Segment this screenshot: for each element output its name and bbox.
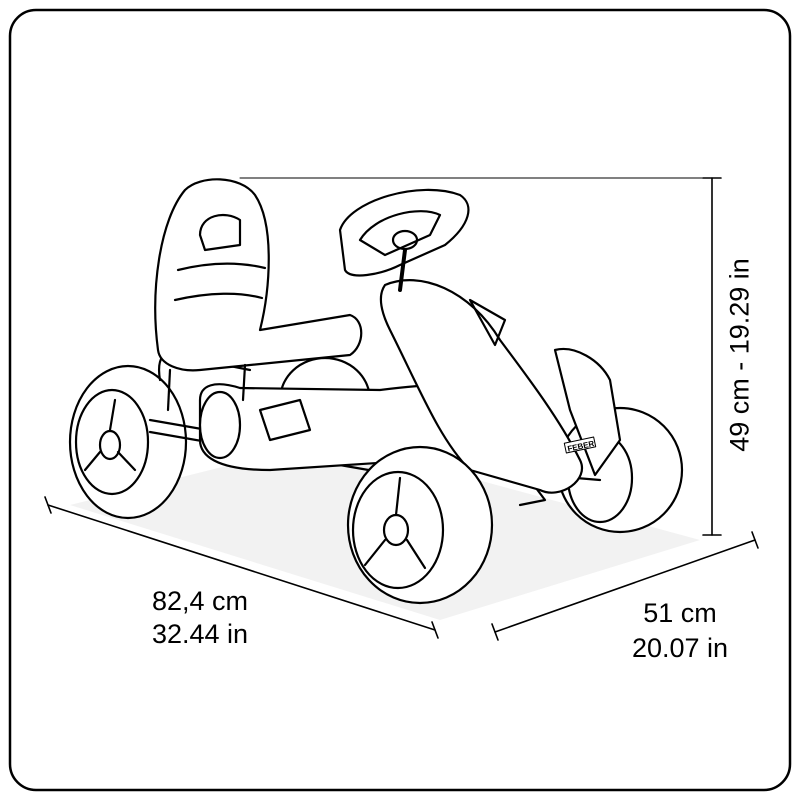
frame xyxy=(8,8,792,792)
seat xyxy=(154,178,363,412)
kart-body xyxy=(198,279,622,494)
length-dimension-line xyxy=(44,496,439,639)
front-left-wheel xyxy=(346,445,494,605)
rear-left-wheel xyxy=(68,364,188,520)
length-in-label: 32.44 in xyxy=(151,619,249,649)
length-cm-label: 82,4 cm xyxy=(151,586,249,616)
steering-wheel xyxy=(338,188,470,292)
width-in-label: 20.07 in xyxy=(631,633,729,663)
width-cm-label: 51 cm xyxy=(643,598,717,628)
height-label: 49 cm - 19.29 in xyxy=(724,258,755,452)
width-dimension-line xyxy=(491,531,759,641)
height-dimension-line xyxy=(239,177,722,536)
